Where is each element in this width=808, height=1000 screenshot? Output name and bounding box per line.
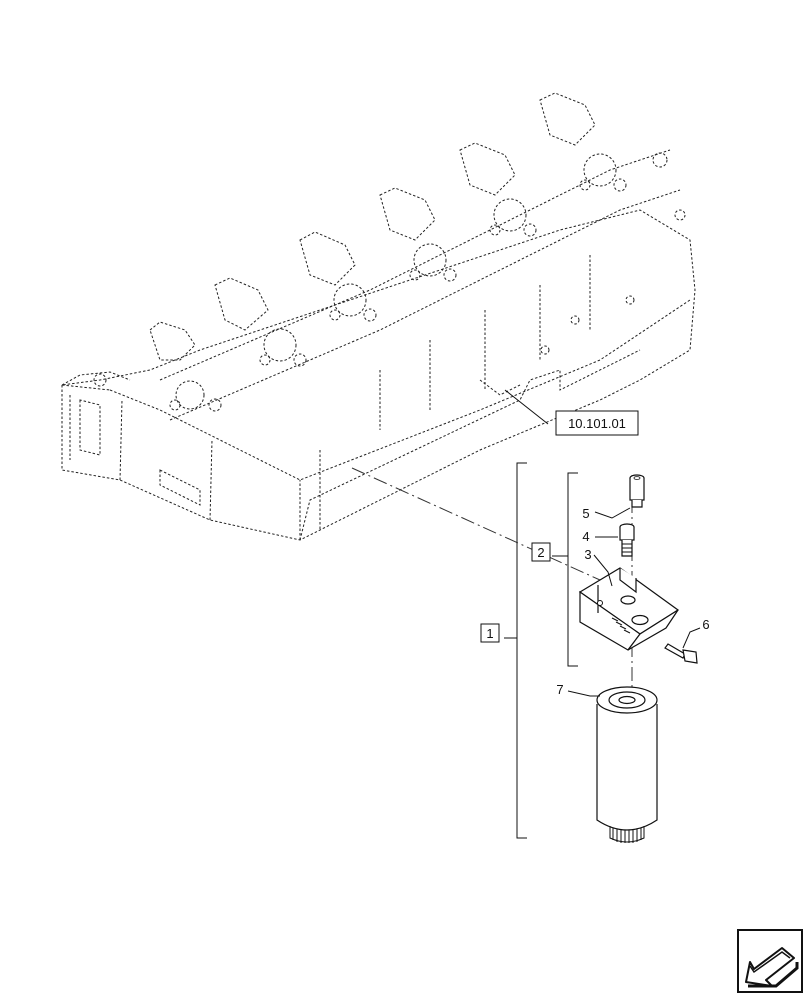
callout-2[interactable]: 2 bbox=[531, 542, 551, 562]
leader-3 bbox=[593, 554, 613, 587]
reference-label: 10.101.01 bbox=[568, 416, 626, 431]
reference-leader bbox=[504, 389, 549, 425]
cylinder-head-phantom bbox=[61, 92, 696, 541]
callout-2-label: 2 bbox=[537, 545, 544, 560]
callout-6[interactable]: 6 bbox=[702, 617, 709, 632]
kit-bracket bbox=[567, 472, 578, 667]
leader-6 bbox=[682, 627, 701, 649]
filter-head-bracket bbox=[578, 567, 680, 651]
bolt bbox=[664, 643, 698, 664]
callout-4[interactable]: 4 bbox=[582, 529, 589, 544]
port-cluster bbox=[93, 152, 686, 412]
leader-7 bbox=[567, 690, 600, 697]
callout-5[interactable]: 5 bbox=[582, 506, 589, 521]
fuel-filter bbox=[596, 686, 658, 843]
callout-1[interactable]: 1 bbox=[480, 623, 500, 643]
leader-5 bbox=[594, 507, 631, 519]
reference-callout[interactable]: 10.101.01 bbox=[555, 410, 639, 436]
callout-1-label: 1 bbox=[486, 626, 493, 641]
fitting-lower bbox=[619, 523, 635, 557]
fitting-upper bbox=[629, 474, 645, 508]
assembly-centerline bbox=[351, 467, 601, 581]
previous-page-arrow-icon[interactable] bbox=[737, 929, 803, 993]
assembly-bracket bbox=[516, 462, 527, 839]
callout-3[interactable]: 3 bbox=[584, 547, 591, 562]
callout-7[interactable]: 7 bbox=[556, 682, 563, 697]
